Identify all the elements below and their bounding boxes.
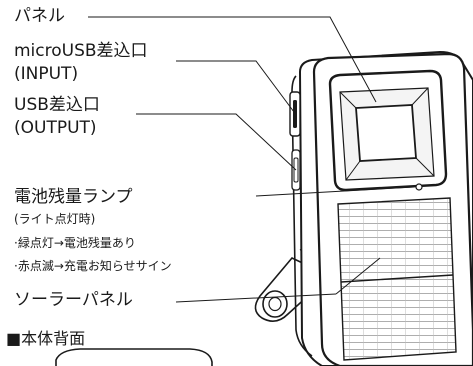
micro-usb-input-label: (INPUT) xyxy=(14,64,79,84)
solar-panel-label: ソーラーパネル xyxy=(14,290,133,310)
back-view-outline xyxy=(55,348,213,366)
side-ports xyxy=(289,91,301,191)
battery-indicator-lamp xyxy=(415,183,423,191)
lamp-note-light-on: (ライト点灯時) xyxy=(14,212,96,226)
usb-output-label: (OUTPUT) xyxy=(14,118,97,138)
leader-lines xyxy=(88,16,415,303)
micro-usb-label: microUSB差込口 xyxy=(14,41,148,61)
battery-lamp-label: 電池残量ランプ xyxy=(14,187,133,207)
solar-panel xyxy=(337,197,457,361)
lamp-note-green: ·緑点灯→電池残量あり xyxy=(14,236,136,250)
back-section-heading: ■本体背面 xyxy=(6,329,86,348)
lamp-note-red: ·赤点滅→充電お知らせサイン xyxy=(14,259,172,273)
lamp-panel xyxy=(328,69,448,192)
panel-label: パネル xyxy=(14,6,65,26)
usb-label: USB差込口 xyxy=(14,95,100,115)
